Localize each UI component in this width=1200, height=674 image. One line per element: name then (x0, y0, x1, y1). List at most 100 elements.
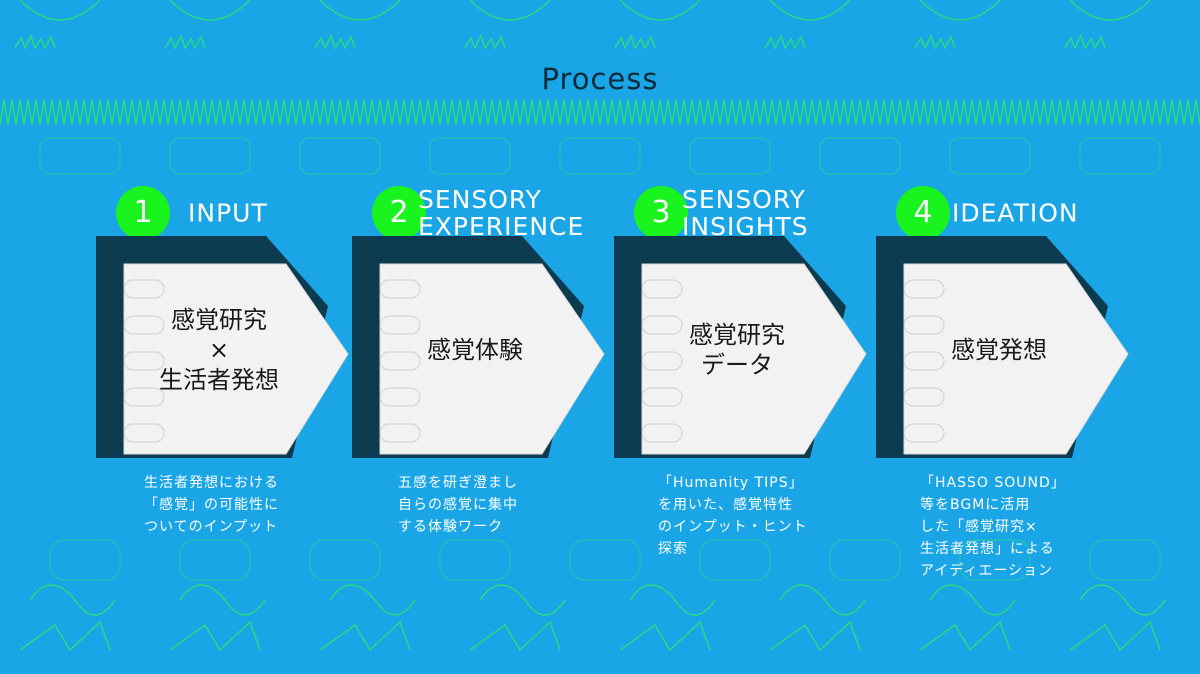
bottom-loop-shape (329, 584, 416, 616)
binder-ring (123, 387, 165, 407)
step-card-text: 感覚研究 × 生活者発想 (159, 306, 279, 394)
bottom-scribble-shape (619, 620, 711, 652)
top-arc-shape (619, 0, 701, 21)
notebook-card-shape (876, 236, 1129, 458)
binder-ring (123, 423, 165, 443)
bottom-scribble-shape (469, 620, 561, 652)
step-card-text: 感覚体験 (427, 336, 523, 364)
step-number-badge: 2 (372, 186, 426, 240)
binder-ring (641, 387, 683, 407)
bottom-loop-shape (779, 584, 866, 616)
top-grass-shape (164, 34, 206, 50)
binder-ring (903, 315, 945, 335)
bottom-scribble-shape (1069, 620, 1161, 652)
outline-box-shape (819, 137, 901, 175)
top-grass-shape (1064, 34, 1106, 50)
top-arc-shape (469, 0, 551, 21)
step-card-text: 感覚発想 (951, 336, 1047, 364)
card-body (641, 263, 867, 455)
top-arc-shape (319, 0, 401, 21)
outline-box-shape (309, 539, 381, 581)
binder-ring (123, 351, 165, 371)
top-arc-shape (169, 0, 251, 21)
binder-ring (903, 387, 945, 407)
bottom-scribble-shape (919, 620, 1011, 652)
binder-ring (379, 279, 421, 299)
step-description: 「Humanity TIPS」 を用いた、感覚特性 のインプット・ヒント 探索 (658, 475, 808, 557)
binder-ring (641, 315, 683, 335)
card-body (379, 263, 605, 455)
outline-box-shape (1089, 539, 1161, 581)
bottom-scribble-shape (19, 620, 111, 652)
step-heading: INPUT (188, 198, 268, 228)
binder-ring (123, 279, 165, 299)
background-line-art (0, 0, 1200, 652)
outline-box-shape (569, 539, 641, 581)
step-card: 感覚発想 (876, 228, 1136, 468)
bottom-loop-shape (479, 584, 566, 616)
outline-box-shape (699, 539, 771, 581)
step-sensory-insights: 3 SENSORY INSIGHTS 感覚研究 データ 「Humanity TI… (614, 170, 874, 600)
outline-box-shape (689, 137, 771, 175)
binder-ring (123, 315, 165, 335)
outline-box-shape (169, 137, 251, 175)
top-grass-shape (14, 34, 56, 50)
step-card: 感覚研究 × 生活者発想 (96, 228, 356, 468)
step-heading: SENSORY EXPERIENCE (418, 185, 585, 241)
outline-box-shape (39, 137, 121, 175)
outline-box-shape (429, 137, 511, 175)
binder-ring (903, 423, 945, 443)
step-number-badge: 3 (634, 186, 688, 240)
top-arc-shape (1069, 0, 1151, 21)
step-heading: IDEATION (952, 198, 1079, 228)
step-number-badge: 1 (116, 186, 170, 240)
notebook-card-shape (614, 236, 867, 458)
top-grass-shape (314, 34, 356, 50)
bottom-loop-shape (929, 584, 1016, 616)
bottom-loop-shape (29, 584, 116, 616)
step-number-badge: 4 (896, 186, 950, 240)
step-heading: SENSORY INSIGHTS (682, 185, 809, 241)
top-grass-shape (764, 34, 806, 50)
binder-ring (641, 351, 683, 371)
bottom-loop-shape (629, 584, 716, 616)
step-card-text: 感覚研究 データ (689, 321, 785, 379)
step-input: 1 INPUT 感覚研究 × 生活者発想 生活者発想における 「感覚」の可能性に… (96, 170, 356, 600)
bottom-scribble-shape (169, 620, 261, 652)
step-description: 五感を研ぎ澄まし 自らの感覚に集中 する体験ワーク (398, 475, 518, 535)
bottom-loop-shape (1079, 584, 1166, 616)
outline-box-shape (949, 137, 1031, 175)
top-arc-shape (769, 0, 851, 21)
step-sensory-experience: 2 SENSORY EXPERIENCE 感覚体験 五感を研ぎ澄まし 自らの感覚… (352, 170, 612, 600)
outline-box-shape (49, 539, 121, 581)
top-grass-shape (614, 34, 656, 50)
step-ideation: 4 IDEATION 感覚発想 「HASSO SOUND」 等をBGMに活用 し… (876, 170, 1136, 600)
top-grass-shape (914, 34, 956, 50)
top-arc-shape (19, 0, 101, 21)
binder-ring (903, 351, 945, 371)
binder-ring (379, 351, 421, 371)
outline-box-shape (829, 539, 901, 581)
notebook-card-shape (96, 236, 349, 458)
card-body (123, 263, 349, 455)
outline-box-shape (439, 539, 511, 581)
top-arc-shape (919, 0, 1001, 21)
outline-box-shape (179, 539, 251, 581)
binder-ring (379, 423, 421, 443)
bottom-loop-shape (179, 584, 266, 616)
wave-line (0, 99, 1200, 126)
step-description: 生活者発想における 「感覚」の可能性に ついてのインプット (144, 475, 279, 535)
binder-ring (903, 279, 945, 299)
binder-ring (379, 315, 421, 335)
outline-box-shape (1079, 137, 1161, 175)
step-description: 「HASSO SOUND」 等をBGMに活用 した「感覚研究× 生活者発想」によ… (920, 475, 1066, 579)
bottom-scribble-shape (319, 620, 411, 652)
binder-ring (641, 279, 683, 299)
binder-ring (379, 387, 421, 407)
step-card: 感覚体験 (352, 228, 612, 468)
page-title: Process (541, 62, 659, 96)
bottom-scribble-shape (769, 620, 861, 652)
notebook-card-shape (352, 236, 605, 458)
step-card: 感覚研究 データ (614, 228, 874, 468)
